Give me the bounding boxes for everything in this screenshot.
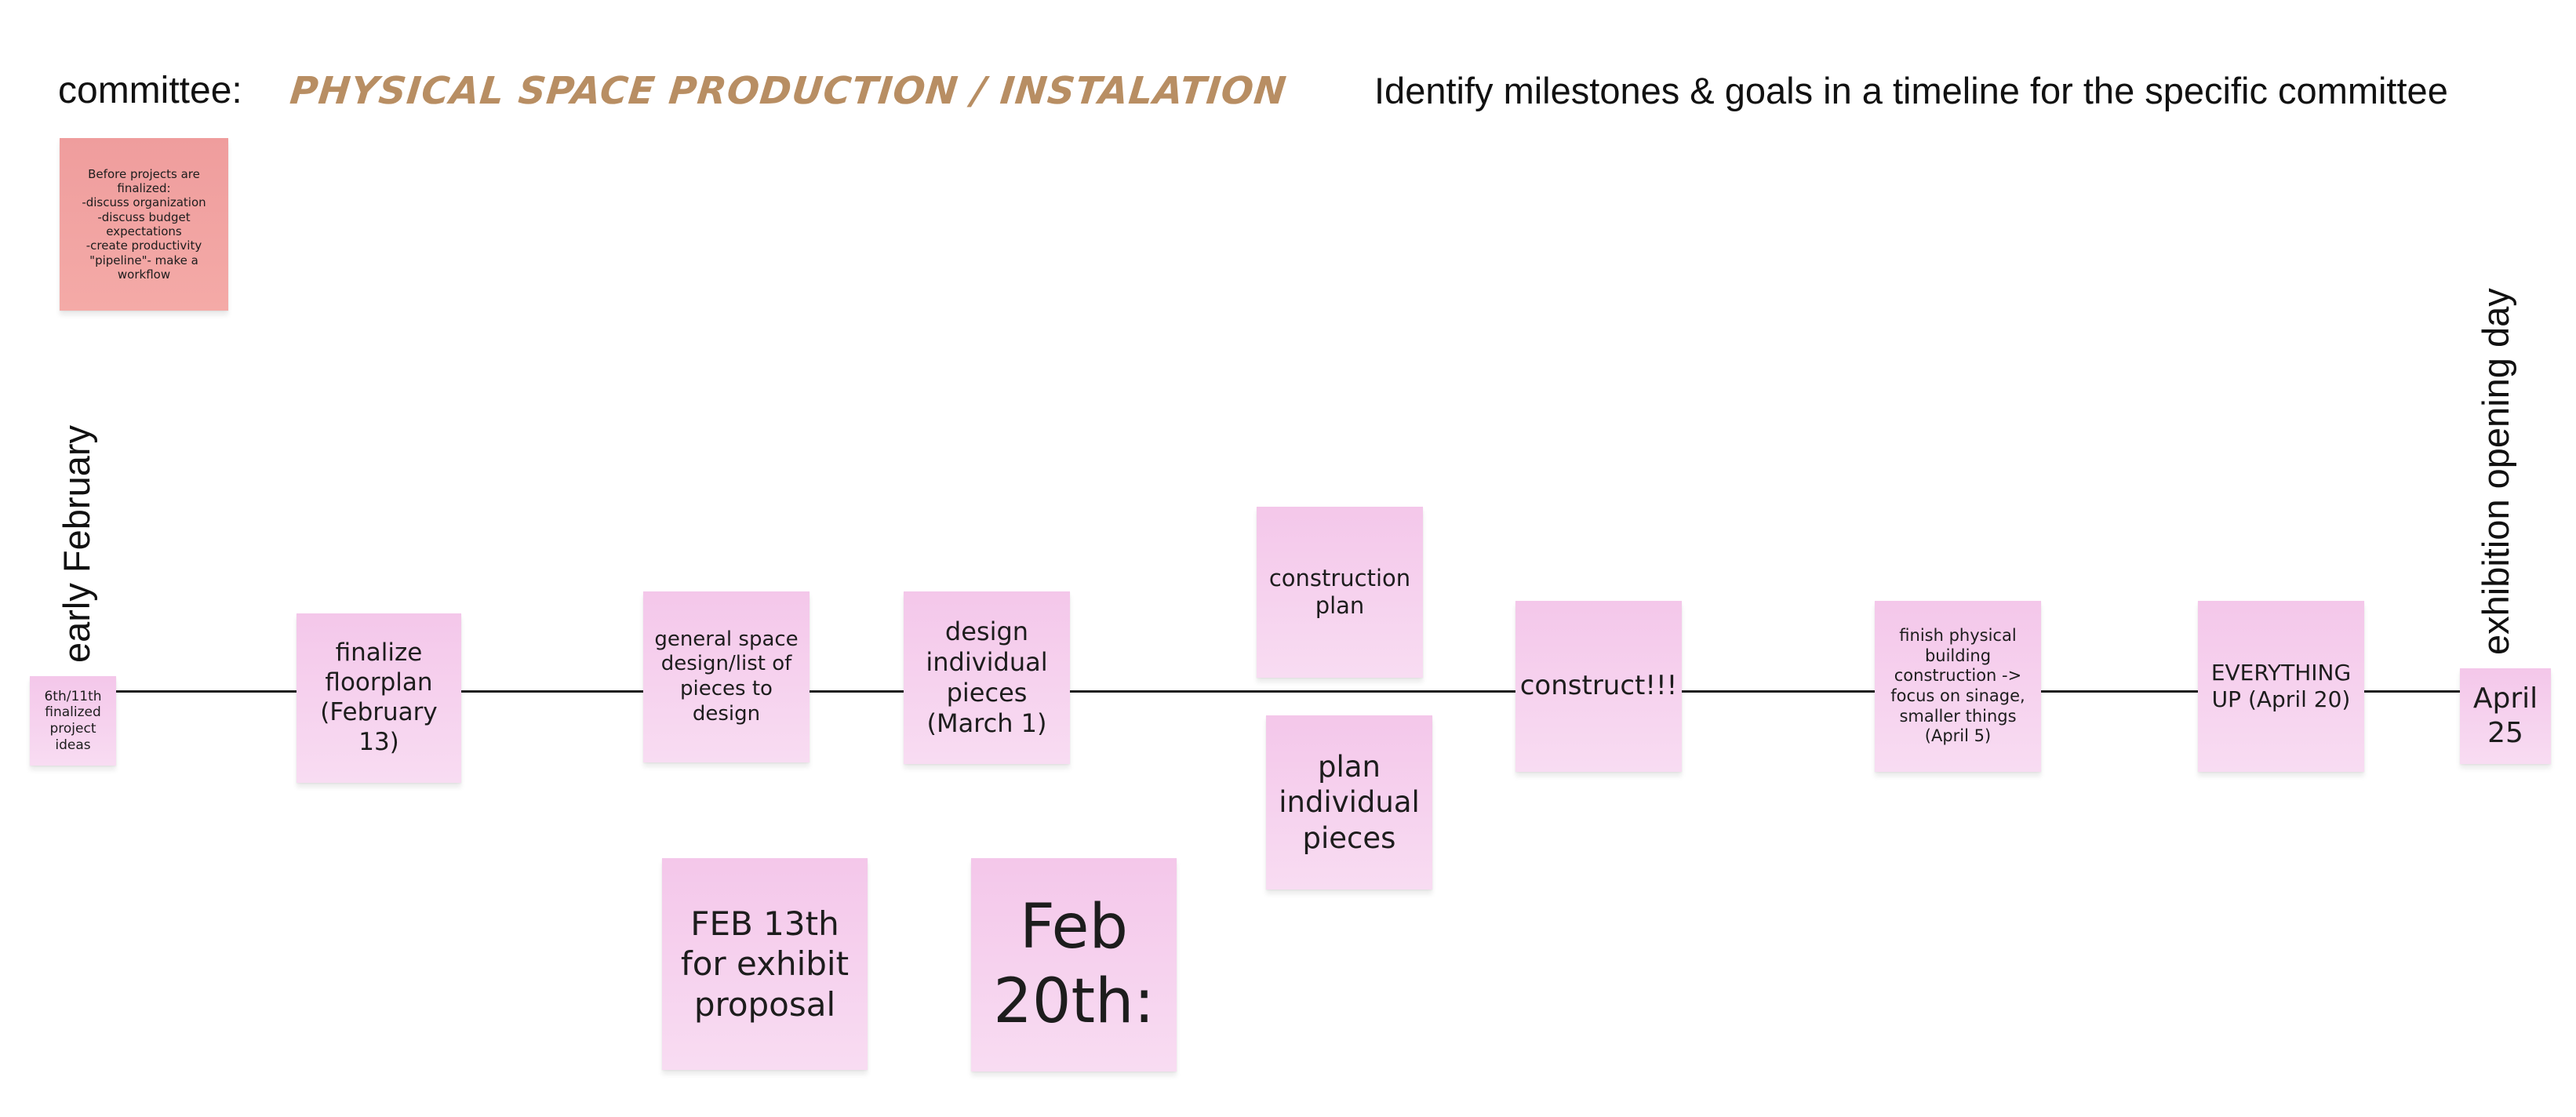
sticky-note-pre-planning[interactable]: Before projects are finalized: -discuss …: [60, 138, 228, 311]
timeline-end-label[interactable]: exhibition opening day: [2475, 288, 2516, 655]
sticky-note-construction-plan[interactable]: construction plan: [1257, 507, 1423, 678]
sticky-note-feb-13[interactable]: FEB 13th for exhibit proposal: [662, 858, 868, 1070]
sticky-note-finalized-ideas[interactable]: 6th/11th finalized project ideas: [30, 676, 116, 766]
sticky-note-design-pieces[interactable]: design individual pieces (March 1): [904, 591, 1070, 764]
timeline-line[interactable]: [110, 690, 2463, 693]
sticky-note-construct[interactable]: construct!!!: [1515, 601, 1682, 772]
committee-name[interactable]: PHYSICAL SPACE PRODUCTION / INSTALATION: [288, 69, 1289, 113]
sticky-note-feb-20[interactable]: Feb 20th:: [971, 858, 1177, 1072]
timeline-start-label[interactable]: early February: [56, 425, 97, 663]
instruction-text[interactable]: Identify milestones & goals in a timelin…: [1374, 70, 2448, 111]
sticky-note-floorplan[interactable]: finalize floorplan (February 13): [297, 613, 461, 783]
sticky-note-space-design[interactable]: general space design/list of pieces to d…: [643, 591, 810, 762]
sticky-note-plan-pieces[interactable]: plan individual pieces: [1266, 715, 1432, 890]
committee-label: committee:: [58, 70, 242, 111]
sticky-note-everything-up[interactable]: EVERYTHING UP (April 20): [2198, 601, 2364, 772]
sticky-note-finish-building[interactable]: finish physical building construction ->…: [1875, 601, 2041, 772]
sticky-note-april-25[interactable]: April 25: [2460, 668, 2551, 764]
